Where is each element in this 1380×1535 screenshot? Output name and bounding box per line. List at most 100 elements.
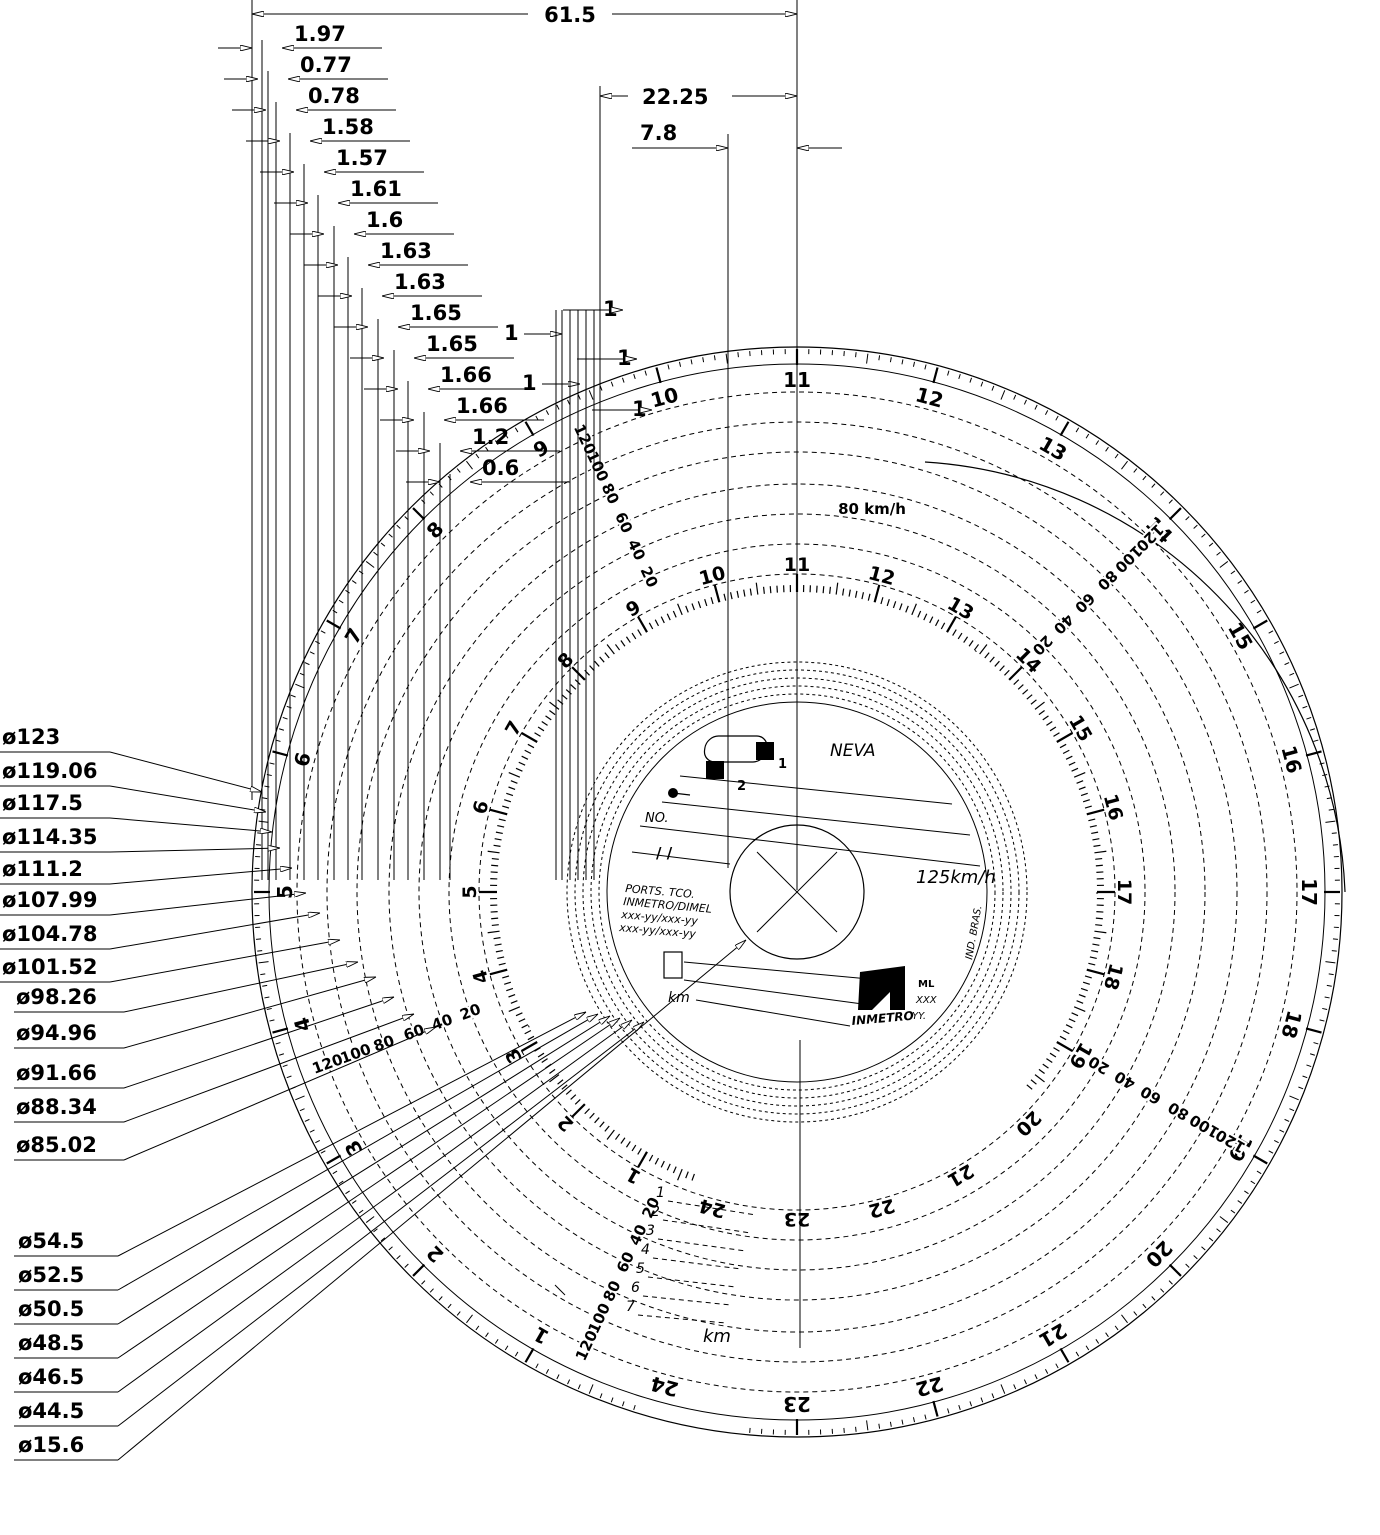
inner-tick [655,1158,658,1164]
inner-tick [1060,1036,1066,1039]
inner-tick [1088,819,1095,821]
inner-tick [1009,667,1022,680]
outer-tick [287,706,292,708]
outer-tick [515,1352,518,1356]
outer-tick [1143,476,1146,480]
inner-tick [1069,762,1075,765]
inner-tick [626,637,630,643]
outer-tick [568,400,570,405]
outer-tick [1024,1380,1026,1385]
inner-tick [519,762,525,765]
outer-tick [264,786,269,787]
outer-tick [1303,1076,1308,1078]
outer-tick [1274,641,1278,643]
outer-tick [1327,985,1332,986]
inner-tick [538,1053,544,1057]
date-slashes: / / [656,844,673,862]
inner-tick [1091,951,1098,952]
outer-tick [295,684,304,688]
outer-hour-label: 1 [529,1322,553,1350]
ring-width-dimension: 1.57 [336,146,388,170]
inner-tick [969,641,973,647]
outer-tick [389,1247,393,1250]
speed-label: 80 [1165,1098,1192,1124]
outer-tick [1086,434,1089,438]
outer-tick [466,461,472,469]
outer-time-band [925,462,1345,892]
inner-tick [1046,1059,1052,1063]
outer-hour-label: 23 [783,1392,811,1416]
outer-tick [1134,1312,1137,1316]
inner-tick [1063,1031,1069,1034]
inner-tick [1091,832,1098,833]
inner-tick [499,819,506,821]
inner-tick [843,589,844,596]
outer-tick [333,610,337,613]
outer-tick [1303,706,1308,708]
inner-hour-label: 23 [784,1208,810,1230]
distance-legend-line [658,1239,746,1251]
inner-hour-label: 15 [1064,712,1096,746]
outer-tick [1280,652,1284,654]
outer-tick [283,717,288,719]
inner-tick [1035,702,1045,709]
speed-label: 40 [429,1010,455,1034]
outer-tick [279,1054,284,1056]
outer-tick [310,1130,314,1132]
outer-tick [867,1420,868,1430]
inner-tick [995,661,1000,666]
outer-tick [321,1151,325,1153]
inner-tick [585,1109,590,1114]
outer-tick [476,454,479,458]
inner-tick [525,750,531,753]
inner-tick [496,951,503,952]
outer-tick [959,1405,961,1410]
inner-tick [509,773,520,778]
inner-tick [1066,1025,1072,1028]
dim-7-8: 7.8 [640,121,677,145]
outer-tick [260,809,265,810]
outer-tick [276,1043,281,1044]
neva-logo: NEVA [830,741,876,761]
inner-tick [607,644,614,654]
inner-tick [990,657,994,662]
inner-tick [585,670,590,675]
inner-tick [595,1118,600,1123]
outer-diameter-label: ø101.52 [2,955,97,979]
outer-tick [1096,1339,1099,1343]
ring-spacing-dimension: 1 [504,321,519,345]
inner-tick [571,1095,576,1100]
max-speed: 125km/h [916,867,996,888]
outer-tick [557,1375,559,1379]
outer-tick [259,821,269,822]
outer-diameter-label: ø123 [2,725,60,749]
outer-tick [1194,525,1198,528]
outer-tick [1217,1229,1221,1232]
inner-tick [600,657,604,662]
outer-tick [992,386,994,391]
driver2-icon [706,761,724,779]
inner-tick [494,938,501,939]
outer-tick [389,534,393,537]
outer-tick [260,974,265,975]
inner-tick [770,586,771,593]
inner-tick [607,1130,614,1140]
outer-tick [656,368,660,383]
outer-tick [1035,1375,1037,1379]
outer-hour-label: 5 [273,885,297,899]
inner-tick [1066,756,1072,759]
ring-width-dimension: 1.58 [322,115,374,139]
inner-tick [492,925,499,926]
outer-tick [287,1076,292,1078]
inner-tick [698,601,700,608]
xxx-label: XXX [915,995,938,1006]
inner-tick [506,988,513,990]
inner-tick [490,810,507,815]
inner-tick [1057,733,1073,742]
diameter-leader [118,1022,644,1426]
distance-legend-item: 6 [631,1280,640,1296]
outer-tick [1306,751,1321,755]
inner-tick [686,606,689,613]
